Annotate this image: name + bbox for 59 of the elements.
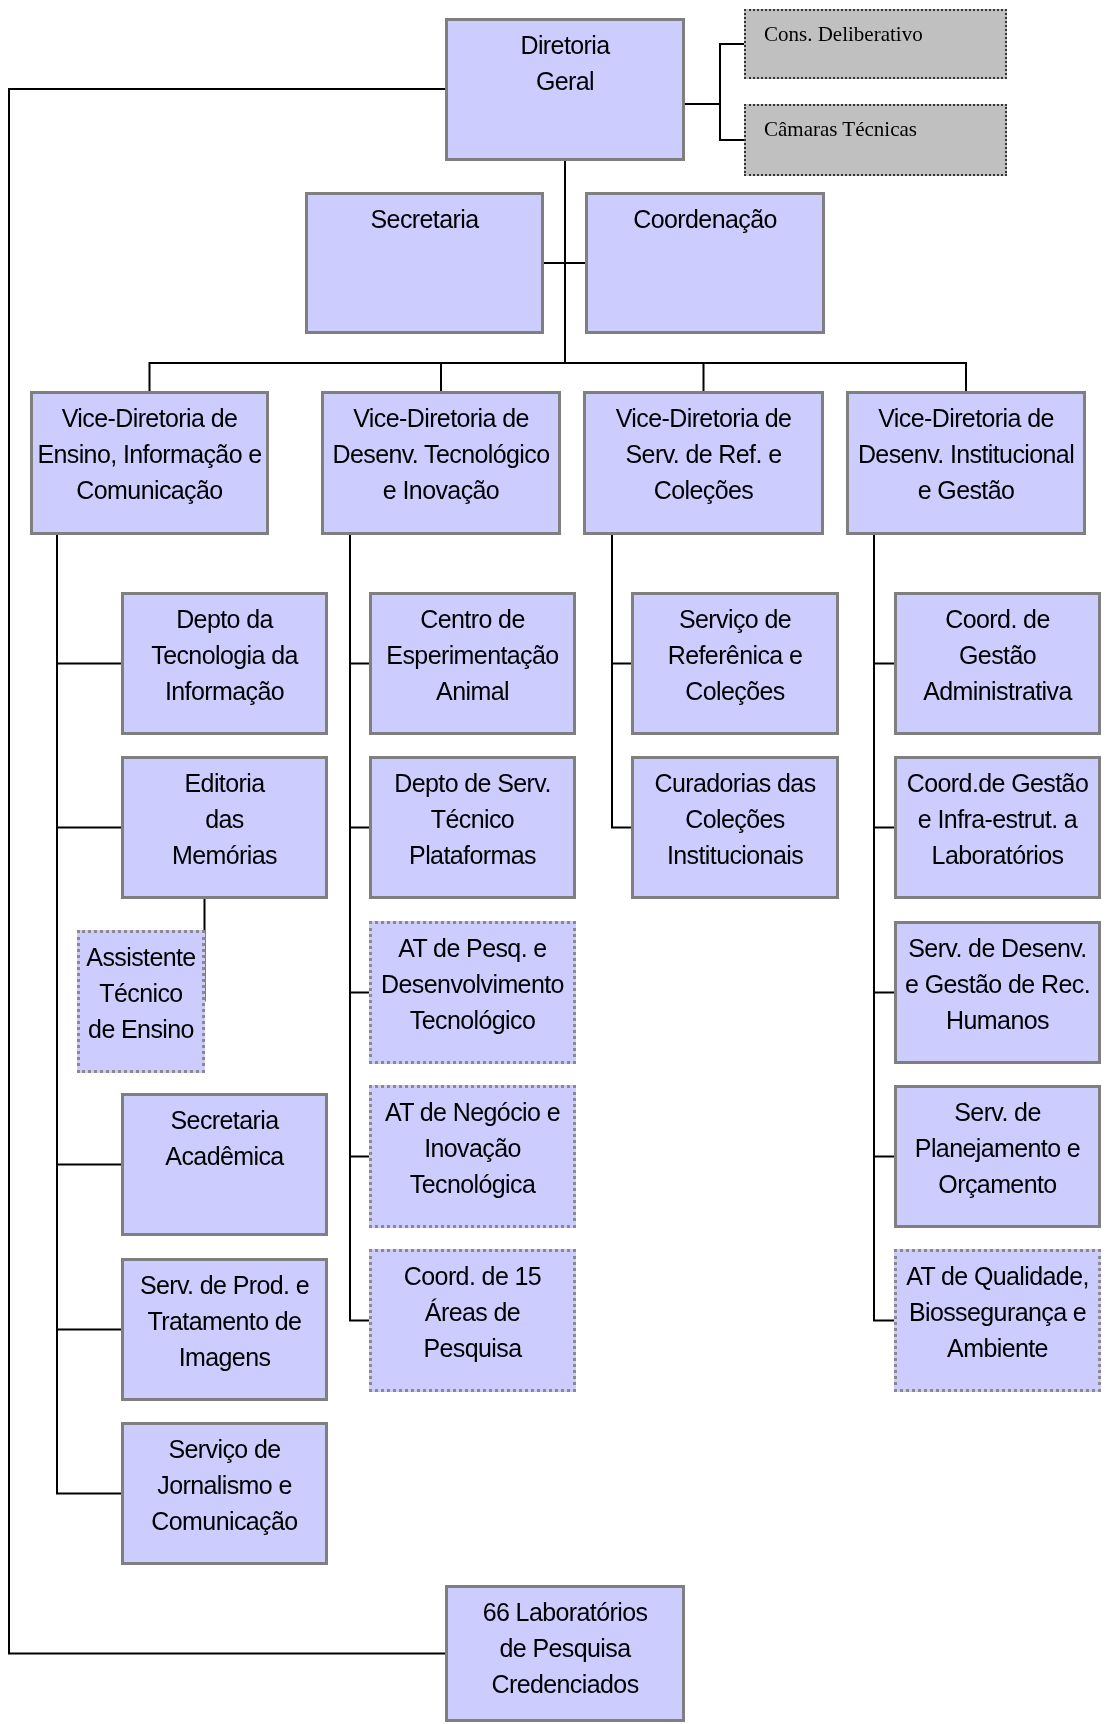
council-box <box>744 104 1007 176</box>
org-unit-box <box>369 1249 576 1392</box>
org-unit-box <box>121 1422 328 1565</box>
org-unit-box <box>369 756 576 899</box>
unit-name: Depto da Tecnologia da Informação <box>150 604 300 707</box>
unit-name: Coord.de Gestão e Infra-estrut. a Laboratórios <box>905 768 1090 871</box>
unit-name: Câmaras Técnicas <box>764 116 917 143</box>
unit-name: AT de Qualidade, Biossegurança e Ambiente <box>905 1261 1090 1364</box>
unit-name: Serviço de Jornalismo e Comunicação <box>150 1434 299 1537</box>
org-unit-box <box>30 391 269 535</box>
unit-name: Assistente Técnico de Ensino <box>85 942 197 1045</box>
org-unit-box <box>585 192 825 334</box>
org-unit-box <box>121 1093 328 1236</box>
unit-name: 66 Laboratórios de Pesquisa Credenciados <box>481 1597 649 1700</box>
unit-name: Secretaria <box>370 204 479 235</box>
unit-name: Coordenação <box>633 204 777 235</box>
org-unit-box <box>445 18 685 161</box>
org-unit-box <box>583 391 824 535</box>
org-unit-box <box>631 592 839 735</box>
unit-name: AT de Negócio e Inovação Tecnológica <box>384 1097 561 1200</box>
connector-line <box>611 534 632 829</box>
unit-name: Serv. de Desenv. e Gestão de Rec. Humanos <box>904 933 1091 1036</box>
unit-name: Depto de Serv. Técnico Plataformas <box>393 768 552 871</box>
council-box <box>744 9 1007 79</box>
unit-name: Vice-Diretoria de Serv. de Ref. e Coleções <box>614 403 793 506</box>
unit-name: Editoria das Memórias <box>171 768 278 871</box>
connector-line <box>684 103 745 141</box>
org-unit-box <box>121 1258 328 1401</box>
connector-line <box>8 88 446 1655</box>
unit-name: Serv. de Planejamento e Orçamento <box>913 1097 1082 1200</box>
unit-name: Coord. de 15 Áreas de Pesquisa <box>402 1261 543 1364</box>
org-unit-box <box>77 930 205 1073</box>
org-unit-box <box>894 1249 1101 1392</box>
org-unit-box <box>369 921 576 1064</box>
org-unit-box <box>894 1085 1101 1228</box>
org-unit-box <box>846 391 1086 535</box>
org-unit-box <box>894 756 1101 899</box>
org-unit-box <box>369 1085 576 1228</box>
unit-name: Vice-Diretoria de Desenv. Institucional e Gestão <box>856 403 1076 506</box>
unit-name: AT de Pesq. e Desenvolvimento Tecnológico <box>380 933 565 1036</box>
unit-name: Diretoria Geral <box>519 30 611 97</box>
unit-name: Serviço de Referênica e Coleções <box>666 604 804 707</box>
unit-name: Centro de Esperimentação Animal <box>385 604 560 707</box>
org-unit-box <box>121 592 328 735</box>
org-unit-box <box>369 592 576 735</box>
org-unit-box <box>894 921 1101 1064</box>
org-unit-box <box>894 592 1101 735</box>
org-unit-box <box>631 756 839 899</box>
org-unit-box <box>305 192 544 334</box>
org-unit-box <box>321 391 561 535</box>
org-unit-box <box>445 1585 685 1722</box>
unit-name: Curadorias das Coleções Institucionais <box>653 768 817 871</box>
unit-name: Vice-Diretoria de Desenv. Tecnológico e Inovação <box>331 403 551 506</box>
org-unit-box <box>121 756 328 899</box>
unit-name: Cons. Deliberativo <box>764 21 923 48</box>
unit-name: Coord. de Gestão Administrativa <box>922 604 1074 707</box>
unit-name: Serv. de Prod. e Tratamento de Imagens <box>138 1270 311 1373</box>
unit-name: Vice-Diretoria de Ensino, Informação e Comunicação <box>37 403 262 506</box>
unit-name: Secretaria Acadêmica <box>164 1105 285 1172</box>
